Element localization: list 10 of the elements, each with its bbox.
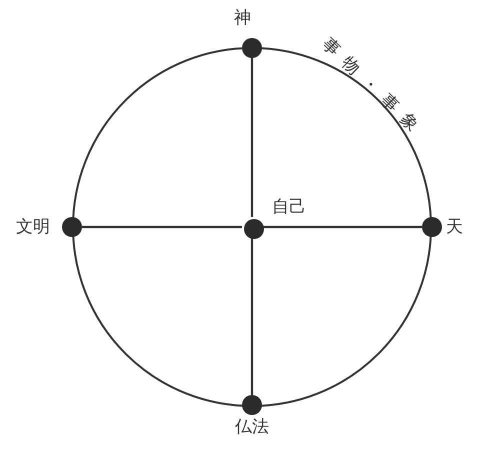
point-label: 文明 [16,217,50,237]
connector-line [250,237,254,395]
arc-label: 事物・事象 [318,34,430,142]
point-label: 仏法 [235,417,269,437]
point-label: 自己 [272,197,306,217]
point-label: 天 [446,217,463,237]
connector-line [250,58,254,217]
connector-line [262,226,422,228]
connector-line [82,226,242,228]
point-label: 神 [234,8,251,28]
